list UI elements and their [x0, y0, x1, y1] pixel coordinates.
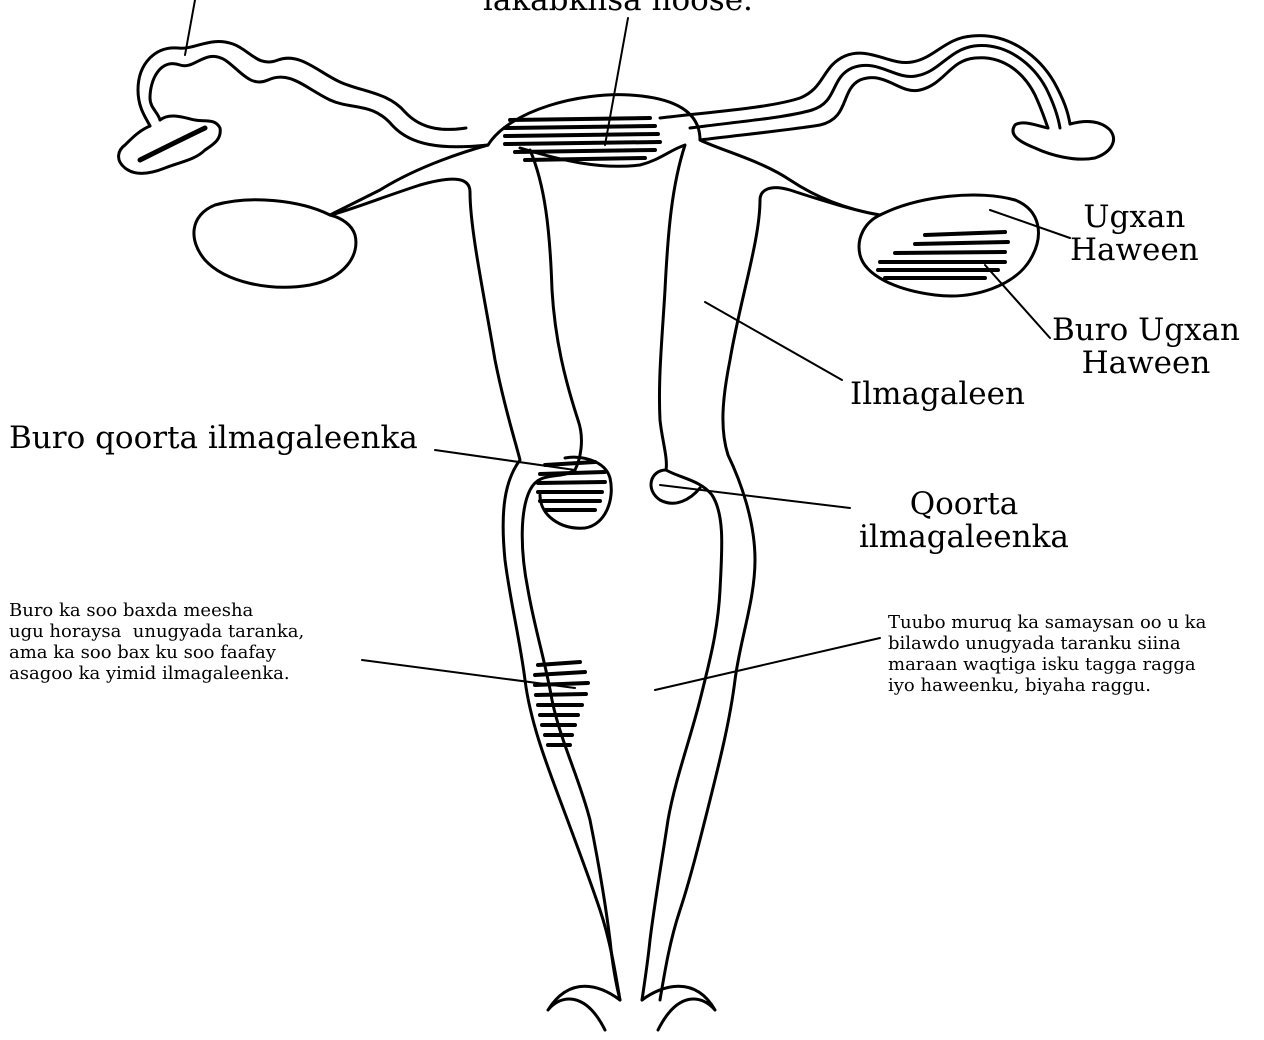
- right-fimbriae: [1013, 122, 1114, 160]
- label-vaginal-tumor: Buro ka soo baxda meesha ugu horaysa unu…: [9, 600, 304, 684]
- vulva-right: [642, 986, 715, 1030]
- leader-lines: [185, 0, 1070, 690]
- label-cervix-polyp: Buro qoorta ilmagaleenka: [9, 422, 418, 455]
- leader-cervix-polyp: [435, 450, 575, 470]
- left-fallopian-tube: [138, 42, 488, 147]
- ovarian-cyst-hatching: [878, 232, 1008, 278]
- left-fimbriae-inner: [140, 128, 205, 160]
- label-uterus: Ilmagaleen: [850, 378, 1025, 411]
- label-vagina-note: Tuubo muruq ka samaysan oo u ka bilawdo …: [888, 612, 1264, 696]
- leader-uterus: [705, 302, 842, 380]
- vulva-left: [548, 986, 620, 1030]
- right-ovary: [859, 195, 1038, 296]
- label-cervix: Qoorta ilmagaleenka: [859, 488, 1069, 554]
- leader-vagina: [655, 638, 880, 690]
- fundal-tumor-hatching: [505, 118, 660, 160]
- right-fallopian-tube: [660, 36, 1070, 140]
- uterine-cavity: [520, 145, 685, 470]
- label-ovary: Ugxan Haween: [1070, 201, 1199, 267]
- label-ovarian-cyst: Buro Ugxan Haween: [1052, 314, 1240, 380]
- label-top-clipped: lakabkhsa hoose.: [483, 0, 753, 17]
- uterus-outline: [330, 95, 880, 1000]
